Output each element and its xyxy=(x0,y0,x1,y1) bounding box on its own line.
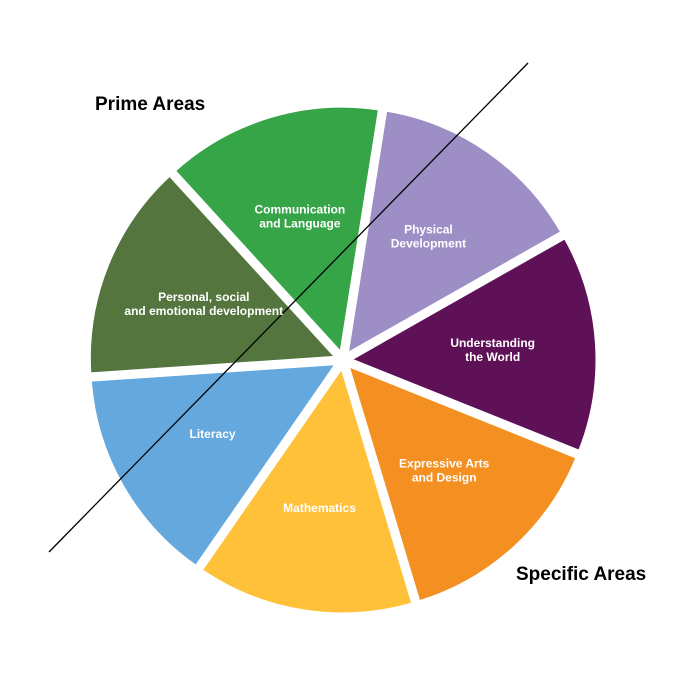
specific-areas-label: Specific Areas xyxy=(516,564,646,585)
segment-label-literacy: Literacy xyxy=(190,427,236,441)
segment-literacy xyxy=(86,359,342,571)
segment-label-line: the World xyxy=(465,350,520,364)
segment-label-line: Literacy xyxy=(190,427,236,441)
segment-mathematics xyxy=(197,362,417,618)
segment-label-line: Development xyxy=(391,237,466,251)
segment-label-line: Communication xyxy=(255,202,346,216)
segment-label-line: and Language xyxy=(259,216,341,230)
segment-label-line: Understanding xyxy=(450,336,535,350)
segment-physical-development xyxy=(343,106,566,359)
segment-label-line: Physical xyxy=(404,223,453,237)
segment-expressive-arts-and-design xyxy=(343,361,581,606)
prime-areas-label: Prime Areas xyxy=(95,94,205,115)
segment-communication-and-language xyxy=(170,102,384,358)
segment-personal-social-emotional-development xyxy=(85,171,341,378)
segment-understanding-the-world xyxy=(345,233,601,456)
wheel-segments xyxy=(85,102,601,618)
segment-label-line: Expressive Arts xyxy=(399,457,490,471)
segment-label-line: Mathematics xyxy=(283,501,356,515)
prime-specific-divider-line xyxy=(48,62,529,553)
segment-label-mathematics: Mathematics xyxy=(283,501,356,515)
segment-label-line: Personal, social xyxy=(158,290,249,304)
segment-label-line: and emotional development xyxy=(124,304,283,318)
segment-label-line: and Design xyxy=(412,471,477,485)
